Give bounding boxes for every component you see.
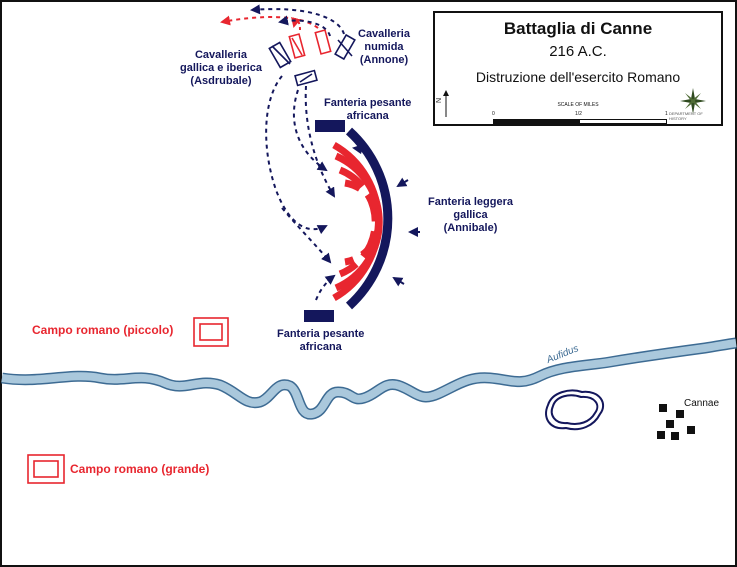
label-large-camp: Campo romano (grande)	[70, 462, 210, 476]
roman-camp-large	[27, 454, 65, 484]
scale-tick-0: 0	[492, 111, 495, 117]
lake	[545, 389, 605, 431]
heavy-infantry-south-block	[304, 310, 334, 322]
compass-rose-icon	[680, 88, 706, 114]
title-box: Battaglia di Canne 216 A.C. Distruzione …	[433, 11, 723, 126]
cannae-town	[657, 404, 695, 440]
label-heavy-infantry-north: Fanteria pesante africana	[324, 97, 412, 122]
label-gallic-iberian-cavalry: Cavalleria gallica e iberica (Asdrubale)	[180, 49, 262, 87]
scale-label: SCALE OF MILES	[557, 102, 599, 108]
map-title: Battaglia di Canne	[503, 19, 653, 38]
label-numidian-cavalry: Cavalleria numida (Annone)	[358, 28, 410, 66]
roman-cavalry-retreat-arrow	[220, 15, 319, 29]
cavalry-units	[268, 29, 356, 87]
map-credit: DEPARTMENT OF HISTORY	[669, 111, 703, 121]
label-heavy-infantry-south: Fanteria pesante africana	[277, 328, 365, 353]
north-arrow-icon	[443, 90, 449, 117]
label-light-infantry: Fanteria leggera gallica (Annibale)	[428, 196, 513, 234]
heavy-infantry-north-block	[315, 120, 345, 132]
light-infantry-arc	[345, 127, 393, 310]
roman-army-arcs	[332, 141, 383, 302]
scale-tick-half: 1/2	[575, 111, 582, 117]
label-cannae: Cannae	[684, 398, 720, 409]
label-small-camp: Campo romano (piccolo)	[32, 323, 174, 337]
river-aufidus	[1, 337, 737, 420]
carthaginian-movement-arrows	[250, 4, 345, 301]
scale-tick-1: 1	[665, 111, 668, 117]
north-label: N	[436, 97, 444, 104]
map-date: 216 A.C.	[549, 43, 607, 60]
map-subtitle: Distruzione dell'esercito Romano	[475, 69, 681, 85]
roman-camp-small	[193, 317, 229, 347]
scale-bar	[493, 119, 667, 124]
